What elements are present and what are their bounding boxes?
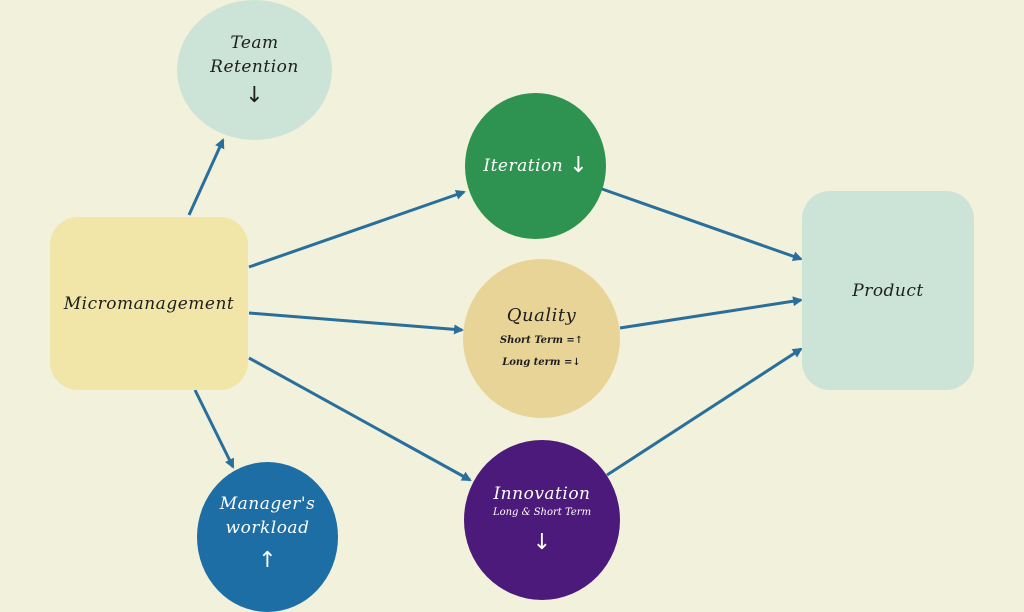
- innovation-sublabel: Long & Short Term: [492, 507, 592, 518]
- managers-workload-node: Manager's workload ↑: [197, 462, 338, 612]
- quality-short-term: Short Term =↑: [499, 334, 584, 346]
- quality-node: Quality Short Term =↑ Long term =↓: [463, 259, 620, 418]
- quality-label: Quality: [506, 304, 577, 326]
- edge-quality-product: [619, 296, 803, 330]
- up-arrow-icon: ↑: [258, 548, 277, 573]
- team-retention-label-line2: Retention: [210, 57, 299, 77]
- innovation-label: Innovation: [493, 484, 591, 504]
- edge-micromanagement-quality: [248, 311, 464, 335]
- innovation-node: Innovation Long & Short Term ↓: [464, 440, 620, 600]
- edge-iteration-product: [601, 187, 803, 262]
- edge-micromanagement-iteration: [248, 189, 466, 269]
- managers-workload-label-line1: Manager's: [219, 494, 316, 514]
- team-retention-label-line1: Team: [230, 33, 279, 53]
- edge-micromanagement-innovation: [248, 356, 472, 482]
- iteration-node: Iteration ↓: [465, 93, 606, 239]
- edge-innovation-product: [606, 347, 803, 477]
- team-retention-node: Team Retention ↓: [177, 0, 332, 140]
- down-arrow-icon: ↓: [245, 83, 264, 108]
- managers-workload-label-line2: workload: [225, 518, 310, 538]
- quality-long-term: Long term =↓: [502, 356, 581, 368]
- micromanagement-label: Micromanagement: [63, 293, 235, 314]
- down-arrow-icon: ↓: [532, 530, 552, 555]
- edge-micromanagement-managers-workload: [193, 389, 235, 469]
- edge-micromanagement-team-retention: [187, 138, 225, 216]
- micromanagement-node: Micromanagement: [50, 217, 248, 390]
- product-label: Product: [852, 281, 924, 301]
- product-node: Product: [802, 191, 974, 390]
- iteration-label: Iteration: [483, 156, 564, 176]
- down-arrow-icon: ↓: [569, 153, 588, 178]
